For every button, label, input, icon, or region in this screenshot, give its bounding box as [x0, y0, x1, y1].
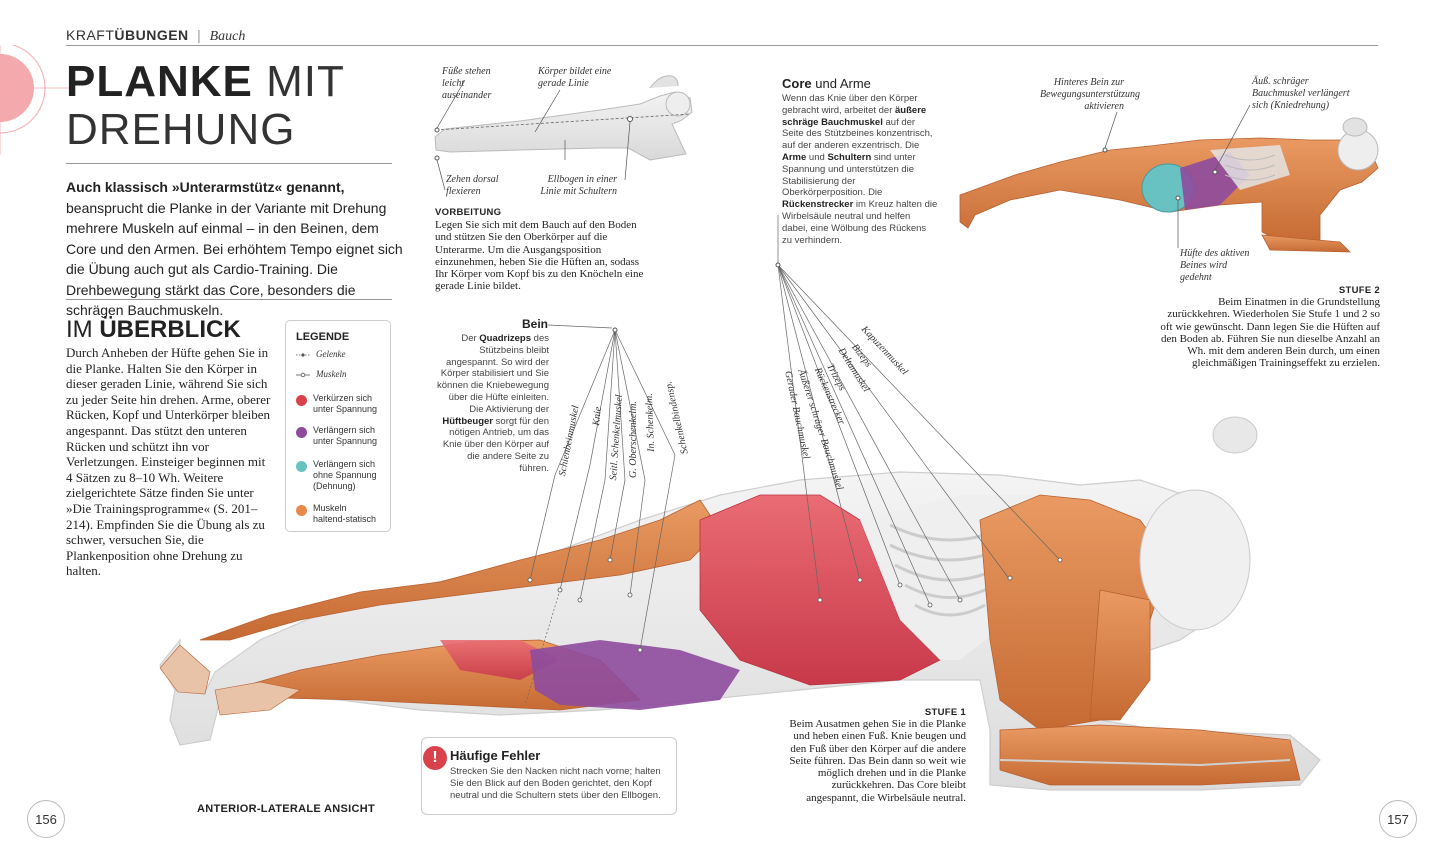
page-title: PLANKE MIT DREHUNG [66, 58, 345, 154]
header-section-light: KRAFT [66, 27, 115, 43]
page-number-right: 157 [1379, 800, 1417, 838]
overview-text: Durch Anheben der Hüfte gehen Sie in die… [66, 345, 271, 579]
warning-icon: ! [423, 746, 447, 770]
stage1-text: Beim Ausatmen gehen Sie in die Planke un… [789, 718, 966, 804]
title-rule [66, 163, 392, 164]
leg-leader-lines [524, 329, 676, 706]
decorative-circle [0, 45, 70, 155]
core-text: Wenn das Knie über den Körper gebracht w… [782, 93, 938, 246]
intro-text: Auch klassisch »Unterarmstütz« genannt, … [66, 177, 412, 321]
purple-swatch-icon [296, 427, 307, 438]
core-leader-lines [777, 215, 1061, 606]
label-back-leg: Hinteres Bein zur Bewegungsunterstützung… [1040, 77, 1140, 112]
teal-swatch-icon [296, 461, 307, 472]
label-knee: Knie [591, 406, 604, 427]
stage2-text: Beim Einatmen in die Grundstellung zurüc… [1160, 296, 1380, 370]
header-rule [66, 45, 1378, 46]
stage2-heading: STUFE 2 [1338, 285, 1380, 296]
label-feet: Füße stehen leicht auseinander [442, 66, 492, 101]
prep-heading: VORBEITUNG [435, 207, 502, 218]
muscles-line-icon [296, 372, 310, 378]
core-title: Core und Arme [782, 76, 871, 91]
leg-text: Der Quadrizeps des Stützbeins bleibt ang… [437, 333, 549, 474]
intro-lead: Auch klassisch »Unterarmstütz« genannt, [66, 179, 345, 195]
legend-title: LEGENDE [296, 331, 350, 343]
legend-item-stretch: Verlängern sich ohne Spannung (Dehnung) [296, 459, 383, 492]
header-category: Bauch [209, 29, 246, 44]
label-oblique: Äuß. schräger Bauchmuskel verlängert sic… [1252, 76, 1350, 111]
title-line2: DREHUNG [66, 105, 296, 154]
overview-title-bold: ÜBERBLICK [99, 316, 241, 343]
common-mistakes-title: Häufige Fehler [450, 748, 541, 763]
legend-box: LEGENDE Gelenke Muskeln Verkürzen sich u… [285, 320, 391, 532]
label-vastus-medialis: In. Schenkelm. [643, 393, 657, 452]
leg-title: Bein [521, 317, 548, 331]
view-label: ANTERIOR-LATERALE ANSICHT [197, 803, 375, 815]
label-toes: Zehen dorsal flexieren [446, 174, 499, 197]
label-elbows: Ellbogen in einer Linie mit Schultern [540, 174, 617, 197]
prep-text: Legen Sie sich mit dem Bauch auf den Bod… [435, 219, 644, 293]
legend-item-shorten: Verkürzen sich unter Spannung [296, 393, 381, 415]
header-section-bold: ÜBUNGEN [114, 27, 189, 43]
page-number-left: 156 [27, 800, 65, 838]
intro-body: beansprucht die Planke in der Variante m… [66, 199, 403, 319]
overview-title: IM ÜBERBLICK [66, 316, 241, 344]
red-swatch-icon [296, 395, 307, 406]
label-hip: Hüfte des aktiven Beines wird gedehnt [1180, 248, 1250, 283]
stage1-heading: STUFE 1 [924, 707, 966, 718]
label-gluteus: G. Oberschenkelm. [628, 401, 639, 478]
orange-swatch-icon [296, 505, 307, 516]
common-mistakes-box [421, 737, 677, 815]
common-mistakes-text: Strecken Sie den Nacken nicht nach vorne… [450, 766, 661, 801]
header-separator: | [197, 27, 202, 43]
preparation-figure [434, 75, 693, 191]
section-header: KRAFTÜBUNGEN | Bauch [66, 27, 245, 45]
intro-rule [66, 299, 392, 300]
overview-title-light: IM [66, 316, 100, 343]
legend-item-static: Muskeln haltend-statisch [296, 503, 381, 525]
main-figure [159, 416, 1321, 791]
legend-joints: Gelenke [296, 349, 345, 360]
joints-line-icon [296, 353, 310, 357]
stage2-figure [959, 104, 1379, 253]
legend-item-lengthen-tension: Verlängern sich unter Spannung [296, 425, 381, 447]
label-body-line: Körper bildet eine gerade Linie [538, 66, 612, 89]
title-line1-light: MIT [252, 57, 345, 106]
title-line1-bold: PLANKE [66, 57, 253, 106]
legend-muscles: Muskeln [296, 369, 347, 380]
